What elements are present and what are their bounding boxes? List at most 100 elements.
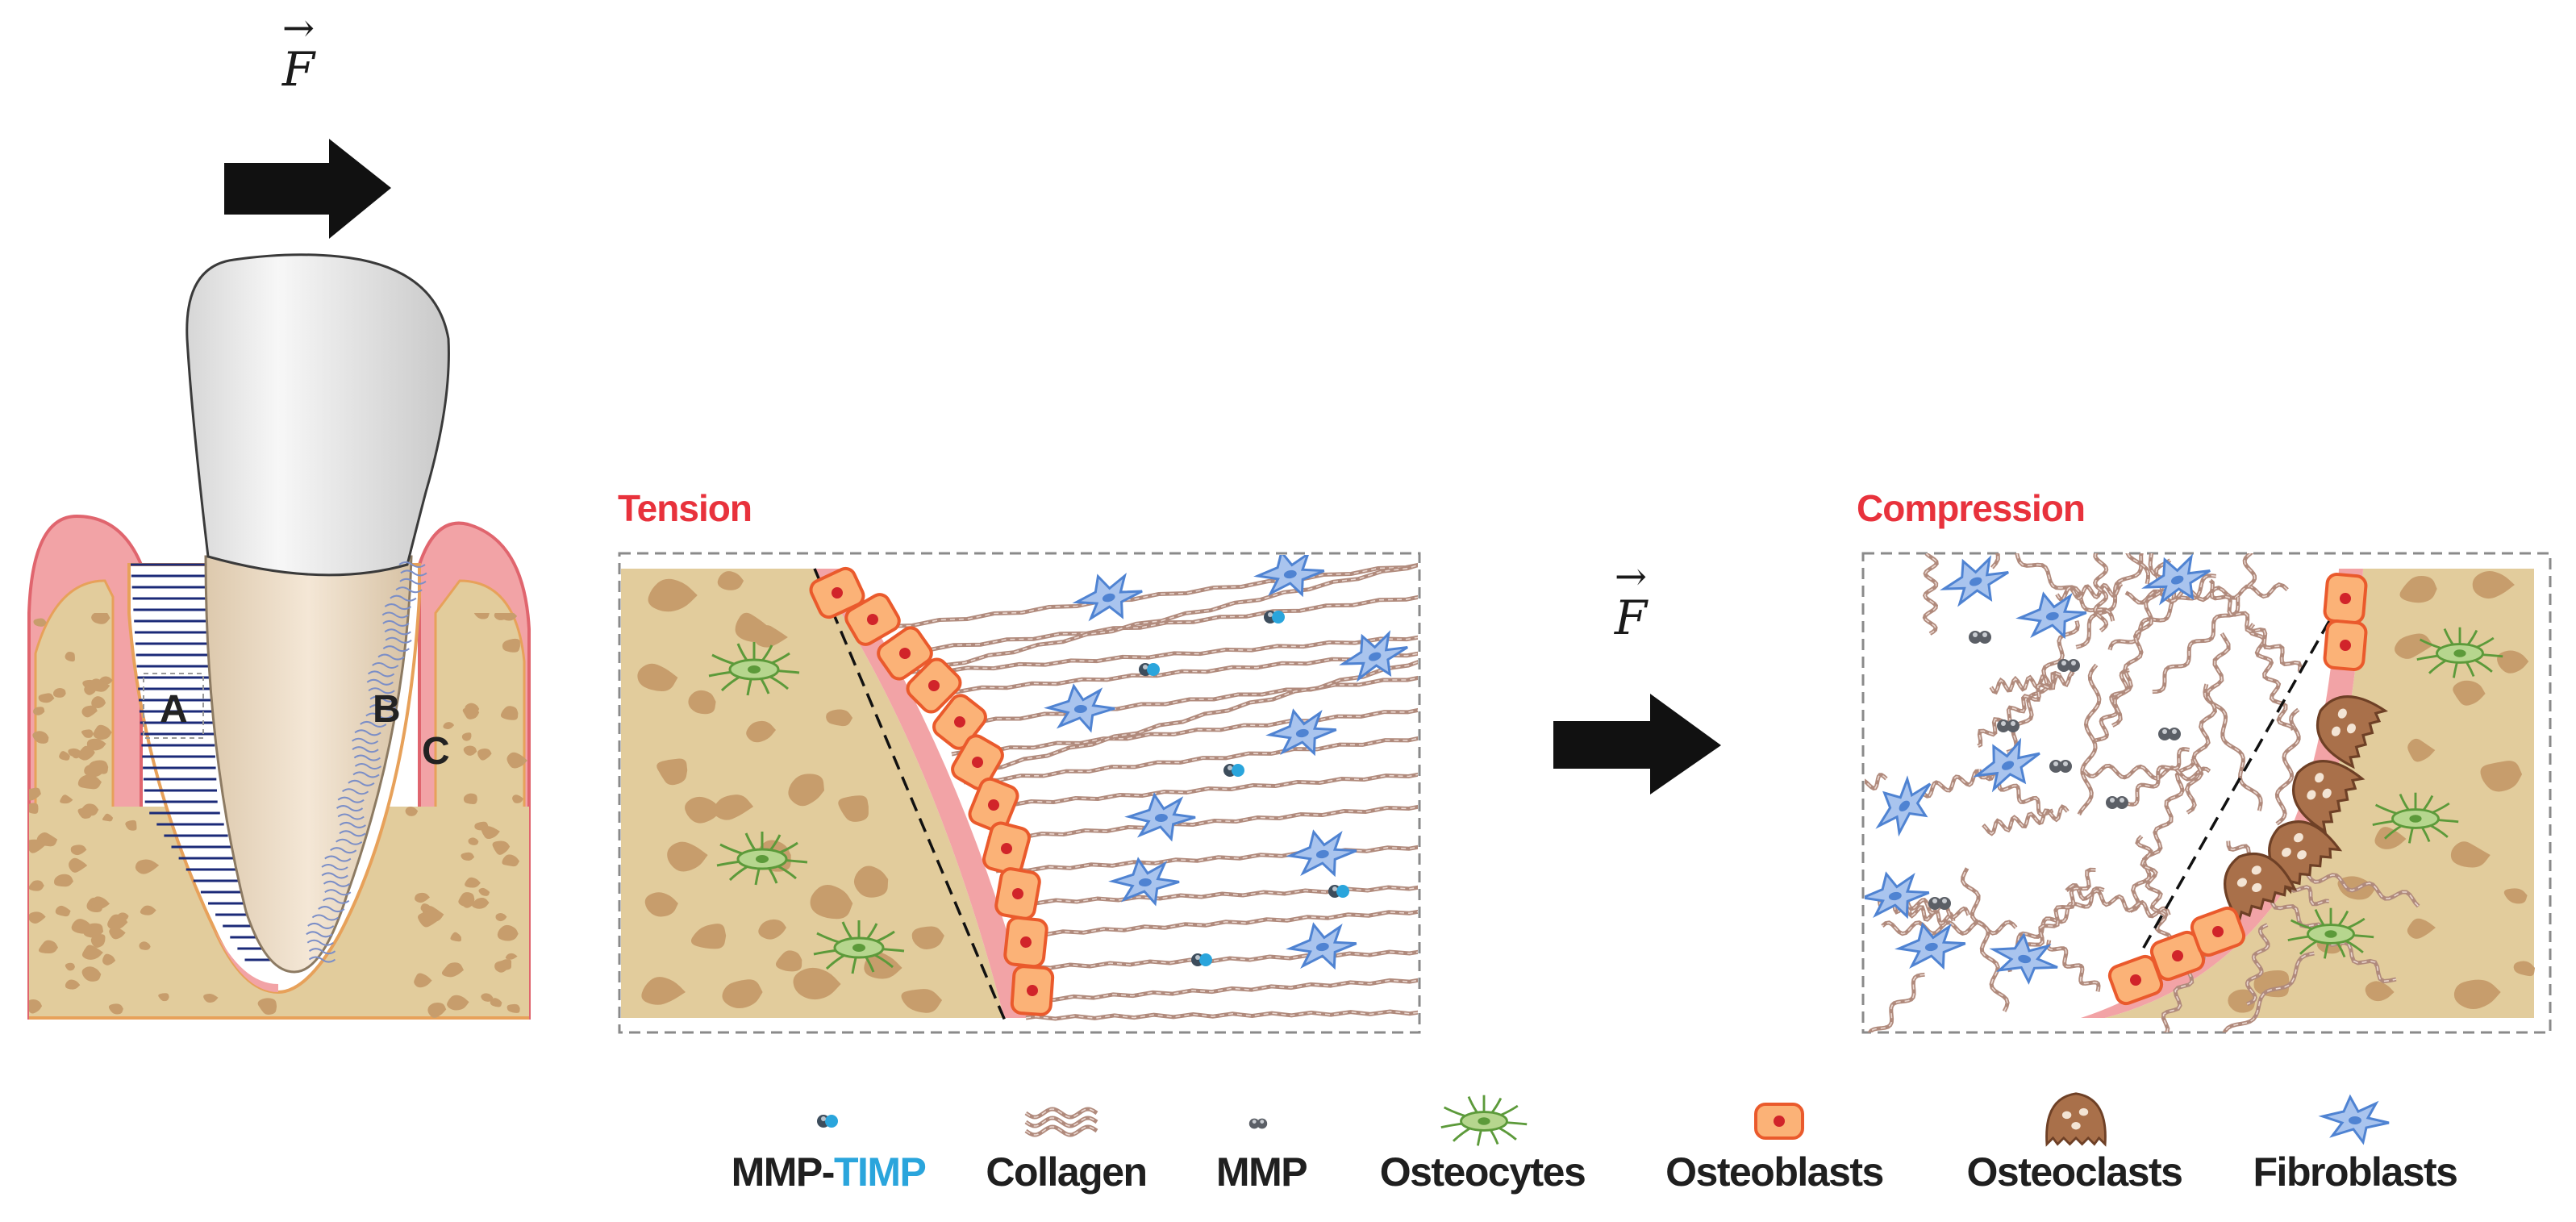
compression-collagen-fibre — [2135, 835, 2174, 945]
pdl-compressed-fibre — [382, 619, 410, 627]
force-vector-arrow-2: → — [1614, 554, 1648, 599]
pdl-compressed-fibre — [341, 788, 369, 795]
alveolar-bone-pore — [86, 738, 106, 751]
alveolar-bone-pore — [481, 826, 500, 840]
tension-bone-pore — [690, 924, 727, 949]
compression-bone-pore — [2453, 680, 2486, 706]
osteoblast-icon — [1754, 1103, 1804, 1140]
alveolar-bone-pore — [502, 638, 520, 653]
tension-collagen-fibre — [951, 707, 1418, 757]
alveolar-bone-pore — [418, 911, 440, 928]
alveolar-bone-pore — [65, 652, 75, 662]
tension-collagen-fibre — [967, 660, 1418, 777]
alveolar-bone-pore — [495, 912, 507, 922]
tension-bone-pore — [853, 865, 889, 898]
tension-bone-pore — [826, 709, 853, 727]
alveolar-bone-pore — [29, 839, 46, 853]
pdl-compressed-fibre — [339, 830, 366, 837]
compression-collagen-fibre — [1865, 773, 1888, 791]
alveolar-bone-pore — [465, 877, 481, 888]
alveolar-bone-pore — [447, 995, 469, 1011]
compression-bone-pore — [2399, 575, 2437, 603]
tension-osteoblast — [994, 867, 1041, 920]
compression-collagen-fibre — [2122, 747, 2190, 807]
compression-collagen-fibre — [1867, 972, 1925, 1032]
compression-bone-pore — [2365, 981, 2395, 1002]
legend-label-osteoblasts: Osteoblasts — [1665, 1149, 1884, 1195]
tension-collagen-fibre — [1023, 978, 1418, 1003]
compression-osteoclast — [2292, 760, 2366, 834]
compression-collagen-fibre — [1977, 670, 2061, 749]
pdl-compressed-fibre — [399, 578, 427, 585]
compression-collagen-fibre — [2208, 578, 2303, 672]
alveolar-bone-pore — [108, 1003, 123, 1015]
alveolar-bone-pore — [502, 854, 520, 867]
alveolar-bone-pore — [65, 979, 81, 990]
tension-collagen-fibre — [1025, 1009, 1418, 1021]
compression-fibroblast — [2141, 553, 2211, 606]
compression-bone-pore — [2407, 738, 2436, 762]
tension-bone-pore — [648, 578, 698, 612]
pdl-compressed-fibre — [308, 956, 336, 963]
compression-collagen-fibre — [2111, 558, 2172, 728]
alveolar-bone-pore — [33, 707, 45, 715]
tension-title: Tension — [618, 487, 752, 529]
pdl-compressed-fibre — [352, 771, 380, 778]
alveolar-bone-pore — [512, 795, 523, 803]
tension-bone-pore — [901, 989, 943, 1013]
compression-collagen-fibre — [1990, 553, 2000, 569]
pdl-compressed-fibre — [390, 594, 417, 602]
legend-mmp-part: MMP- — [731, 1149, 836, 1195]
pdl-compressed-fibre — [398, 561, 426, 568]
alveolar-bone-pore — [494, 960, 510, 973]
alveolar-bone-pore — [420, 903, 431, 912]
alveolar-bone-pore — [29, 803, 39, 814]
tension-collagen-fibre — [963, 736, 1418, 785]
compression-bone-pore — [2407, 918, 2436, 939]
tension-osteoblast — [906, 657, 962, 714]
tooth-illustration: A B C — [27, 253, 531, 1020]
compression-osteoblast — [2190, 906, 2246, 957]
compression-collagen-fibre — [1982, 804, 2070, 836]
compression-title: Compression — [1857, 487, 2086, 529]
alveolar-bone-pore — [55, 905, 71, 917]
tension-fibroblast — [1339, 630, 1408, 682]
tension-fibroblast — [1044, 683, 1115, 733]
tension-mmp-timp — [1264, 611, 1285, 624]
alveolar-bone-pore — [405, 807, 419, 816]
compression-collagen-fibre — [2152, 597, 2240, 694]
pdl-compressed-fibre — [367, 670, 395, 678]
alveolar-bone-pore — [70, 845, 87, 856]
collagen-icon-fibre — [1024, 1124, 1098, 1137]
alveolar-bone-pore — [81, 945, 103, 960]
compression-bone-pore — [2395, 633, 2433, 659]
compression-bone-pore — [2497, 650, 2529, 674]
pdl-compressed-fibre — [400, 569, 427, 577]
pdl-compressed-fibre — [384, 628, 411, 636]
pdl-compressed-fibre — [366, 678, 394, 686]
tension-osteoblast — [982, 821, 1031, 876]
pdl-compressed-fibre — [336, 838, 363, 845]
alveolar-bone-pore — [77, 745, 95, 761]
pdl-compressed-fibre — [323, 880, 351, 887]
compression-collagen-fibre — [2245, 923, 2270, 1007]
compression-bone-pore — [2480, 761, 2523, 792]
tension-fibroblast — [1286, 922, 1357, 970]
tension-bone-pore — [713, 795, 754, 820]
alveolar-bone-pore — [203, 993, 219, 1003]
alveolar-bone-pore — [81, 966, 102, 982]
tension-panel — [618, 552, 1421, 1034]
pdl-compressed-fibre — [377, 653, 405, 661]
tension-collagen-fibre — [935, 675, 1418, 728]
alveolar-bone-pore — [492, 840, 511, 855]
tension-osteoblast — [968, 777, 1019, 833]
compression-osteocyte — [2372, 792, 2459, 844]
tension-osteocyte — [813, 920, 905, 974]
tension-collagen-fibre — [975, 772, 1418, 809]
compression-collagen-fibre — [2242, 553, 2257, 588]
alveolar-bone-pore — [473, 613, 490, 619]
compression-osteoblast — [2323, 573, 2368, 624]
tension-bone-pore — [722, 979, 763, 1009]
compression-collagen-fibre — [2065, 882, 2171, 919]
